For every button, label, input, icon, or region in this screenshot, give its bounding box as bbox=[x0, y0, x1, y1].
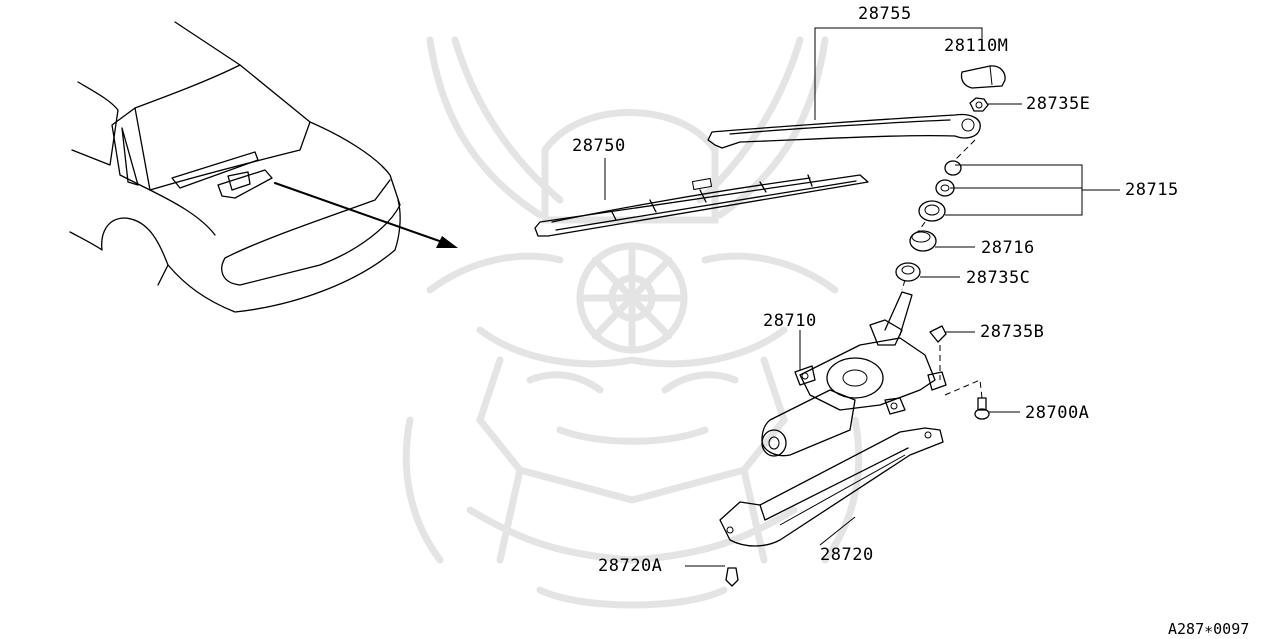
label-28735B[interactable]: 28735B bbox=[980, 322, 1045, 342]
wiper-motor-drawing bbox=[761, 291, 947, 457]
samurai-helmet-watermark bbox=[402, 36, 863, 609]
wiper-arm-drawing bbox=[707, 113, 981, 149]
wiper-blade-drawing bbox=[534, 174, 869, 237]
label-28720A[interactable]: 28720A bbox=[598, 556, 663, 576]
label-28755[interactable]: 28755 bbox=[858, 4, 912, 24]
leader-lines bbox=[604, 27, 1120, 567]
motor-cover-drawing bbox=[719, 427, 944, 547]
location-arrow bbox=[274, 182, 458, 248]
label-28715[interactable]: 28715 bbox=[1125, 180, 1179, 200]
push-clip-drawing bbox=[725, 567, 739, 587]
washer-drawing bbox=[895, 262, 921, 282]
assembly-axis bbox=[901, 139, 983, 399]
label-28735C[interactable]: 28735C bbox=[966, 268, 1031, 288]
bushing-drawing bbox=[909, 230, 937, 252]
label-28710[interactable]: 28710 bbox=[763, 311, 817, 331]
label-28720[interactable]: 28720 bbox=[820, 545, 874, 565]
diagram-code: A287∗0097 bbox=[1168, 620, 1250, 638]
vehicle-outline bbox=[69, 21, 401, 313]
label-28750[interactable]: 28750 bbox=[572, 136, 626, 156]
bolt-drawing bbox=[974, 397, 990, 420]
label-28700A[interactable]: 28700A bbox=[1025, 403, 1090, 423]
arm-cap-drawing bbox=[960, 65, 1006, 89]
label-28716[interactable]: 28716 bbox=[981, 238, 1035, 258]
label-28110M[interactable]: 28110M bbox=[944, 36, 1009, 56]
clip-nut-drawing bbox=[929, 325, 947, 343]
seal-set-drawing bbox=[918, 160, 962, 222]
label-28735E[interactable]: 28735E bbox=[1026, 94, 1091, 114]
nut-drawing bbox=[969, 97, 989, 112]
